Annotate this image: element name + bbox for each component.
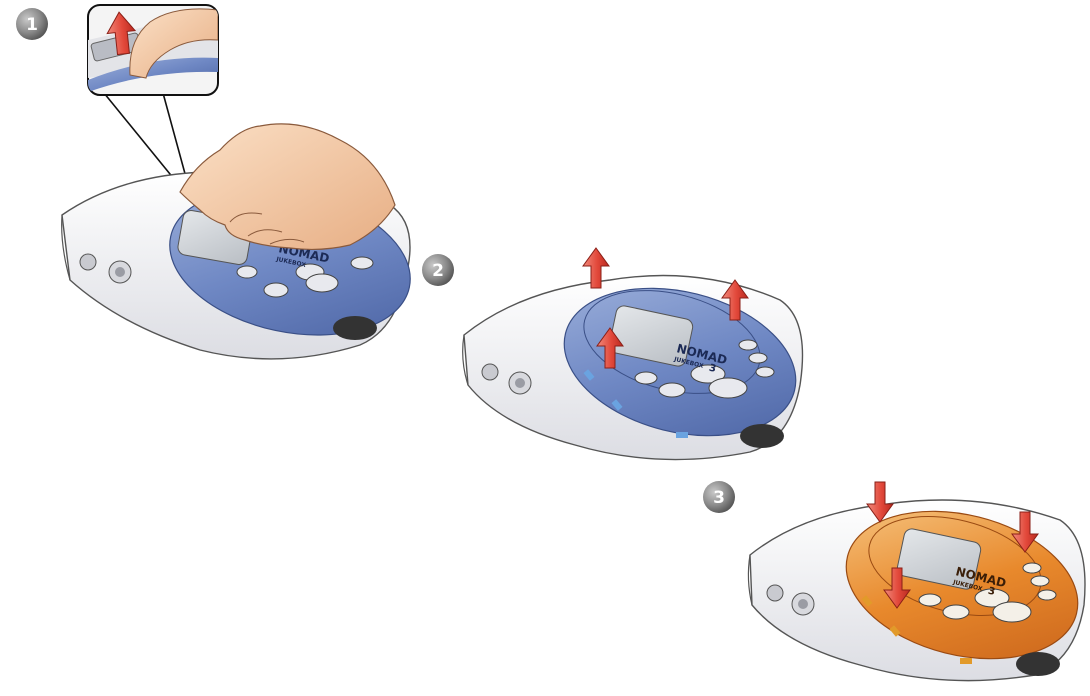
button — [749, 353, 767, 363]
step-2-number: 2 — [432, 261, 444, 281]
step-2-badge: 2 — [422, 254, 454, 286]
button — [306, 274, 338, 292]
button — [919, 594, 941, 606]
button — [943, 605, 969, 619]
button — [756, 367, 774, 377]
step-3-badge: 3 — [703, 481, 735, 513]
button — [709, 378, 747, 398]
button — [237, 266, 257, 278]
button — [264, 283, 288, 297]
step-1-number: 1 — [26, 15, 38, 35]
button — [659, 383, 685, 397]
button — [351, 257, 373, 269]
device-step-1: NOMAD JUKEBOX — [62, 124, 424, 359]
button — [1031, 576, 1049, 586]
step-3-group: 3 NOMAD JUKEBOX 3 — [703, 481, 1090, 681]
step-2-group: 2 NOMAD JUKEBOX 3 — [422, 248, 811, 460]
button — [635, 372, 657, 384]
headphone-jack — [80, 254, 96, 270]
headphone-jack — [767, 585, 783, 601]
device-step-2: NOMAD JUKEBOX 3 — [463, 266, 812, 460]
button — [739, 340, 757, 350]
magnifier-callout — [88, 5, 218, 192]
button — [1038, 590, 1056, 600]
device-step-3: NOMAD JUKEBOX 3 — [748, 489, 1090, 682]
button — [993, 602, 1031, 622]
step-1-group: 1 — [16, 5, 424, 359]
step-1-badge: 1 — [16, 8, 48, 40]
button — [1023, 563, 1041, 573]
headphone-jack — [482, 364, 498, 380]
step-3-number: 3 — [713, 488, 725, 508]
